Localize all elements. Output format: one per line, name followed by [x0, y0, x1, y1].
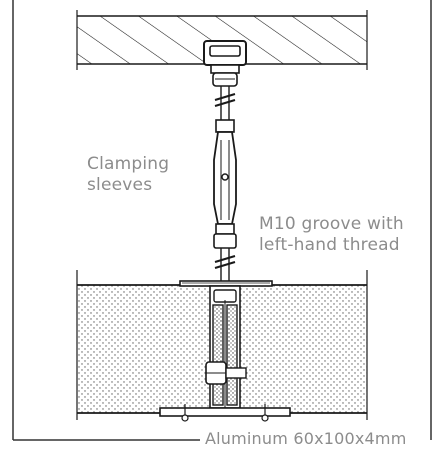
embedded-post — [205, 285, 247, 409]
turnbuckle — [213, 119, 237, 235]
label-groove-thread: M10 groove with left-hand thread — [259, 214, 404, 256]
aluminum-profile — [159, 404, 291, 422]
label-clamping-sleeves-line1: Clamping — [87, 154, 170, 174]
threaded-rod-lower — [213, 233, 237, 290]
label-clamping-sleeves-line2: sleeves — [87, 175, 153, 195]
label-groove-line1: M10 groove with — [259, 214, 404, 234]
label-aluminum-profile: Aluminum 60x100x4mm — [205, 429, 407, 448]
label-clamping-sleeves: Clamping sleeves — [87, 154, 169, 196]
drawing-frame — [12, 0, 432, 441]
label-groove-line2: left-hand thread — [259, 235, 400, 255]
ceiling-anchor — [203, 40, 247, 87]
